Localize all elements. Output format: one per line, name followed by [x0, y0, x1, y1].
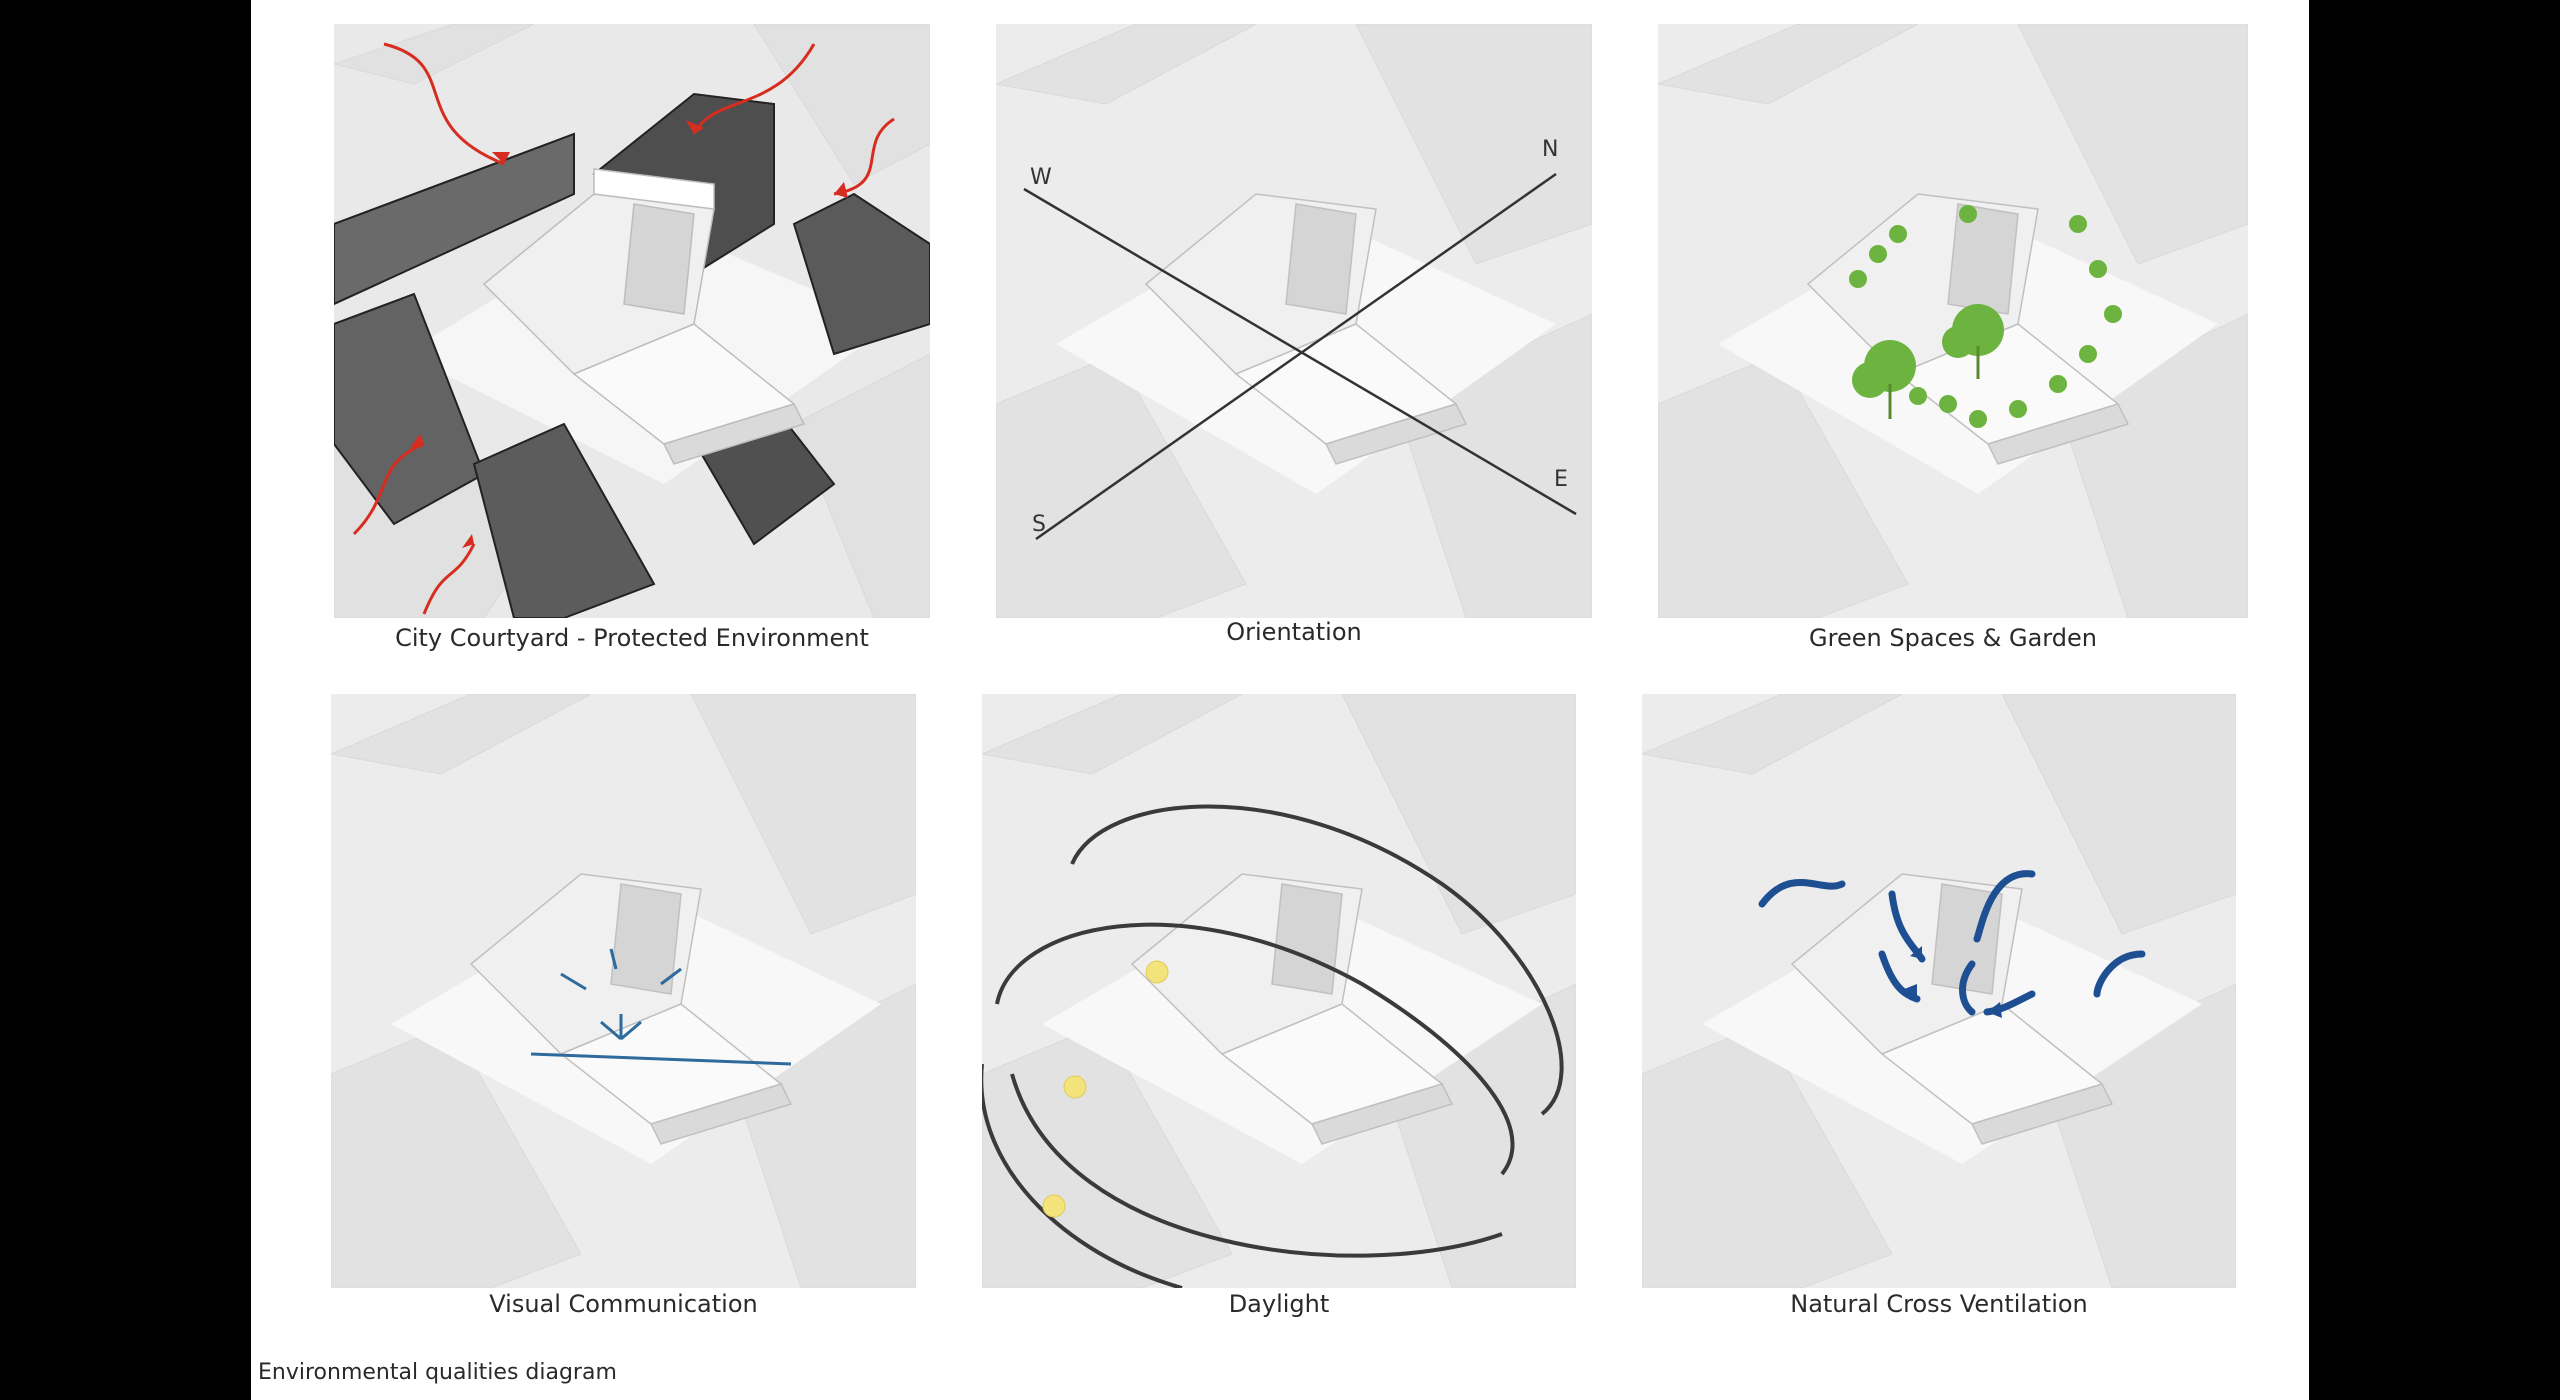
- panel-orientation: W N S E Orientation: [996, 24, 1592, 646]
- compass-w-label: W: [1030, 165, 1052, 190]
- orientation-building: [1144, 193, 1468, 465]
- panel-daylight: Daylight: [982, 694, 1576, 1318]
- compass-lines: [1023, 172, 1577, 541]
- view-arrows: [530, 948, 792, 1066]
- daylight-illustration: [982, 694, 1576, 1288]
- compass-e-label: E: [1554, 467, 1568, 492]
- panel-visual: Visual Communication: [331, 694, 916, 1318]
- air-arrows: [1758, 870, 2146, 1016]
- compass-s-label: S: [1032, 512, 1046, 537]
- visual-illustration: [331, 694, 916, 1288]
- caption-ventilation: Natural Cross Ventilation: [1790, 1290, 2088, 1318]
- orientation-illustration: W N S E: [996, 24, 1592, 618]
- caption-daylight: Daylight: [1228, 1290, 1330, 1318]
- wind-arrows: [352, 42, 895, 615]
- caption-courtyard: City Courtyard - Protected Environment: [395, 624, 869, 652]
- sun-path: [982, 804, 1564, 1288]
- tree-icon: [1849, 205, 2122, 428]
- ventilation-illustration: [1642, 694, 2236, 1288]
- panel-courtyard: City Courtyard - Protected Environment: [334, 24, 930, 652]
- caption-green: Green Spaces & Garden: [1809, 624, 2097, 652]
- panel-green: Green Spaces & Garden: [1658, 24, 2248, 652]
- caption-visual: Visual Communication: [489, 1290, 758, 1318]
- courtyard-building: [482, 168, 806, 465]
- green-illustration: [1658, 24, 2248, 618]
- sun-dot-icon: [1042, 960, 1169, 1218]
- compass-n-label: N: [1542, 137, 1558, 162]
- courtyard-illustration: [334, 24, 930, 618]
- caption-orientation: Orientation: [1226, 618, 1362, 646]
- panel-ventilation: Natural Cross Ventilation: [1642, 694, 2236, 1318]
- footer-caption: Environmental qualities diagram: [258, 1360, 617, 1385]
